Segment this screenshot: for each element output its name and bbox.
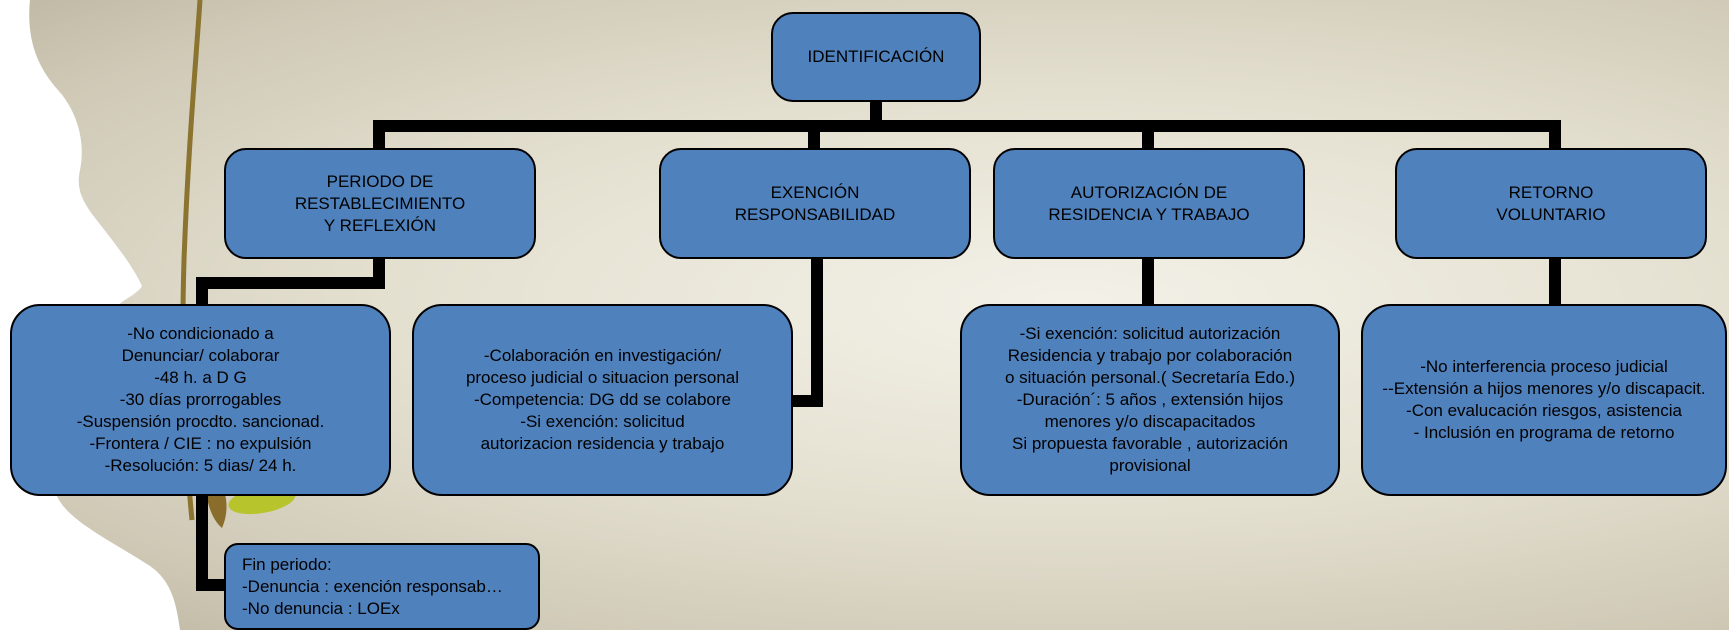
category-node-retorno-voluntario: RETORNO VOLUNTARIO <box>1395 148 1707 259</box>
detail-node-text: -Colaboración en investigación/ proceso … <box>465 346 740 453</box>
category-node-periodo-restablecimiento: PERIODO DE RESTABLECIMIENTO Y REFLEXIÓN <box>224 148 536 259</box>
root-node-label: IDENTIFICACIÓN <box>807 47 945 66</box>
detail-node-autorizacion: -Si exención: solicitud autorización Res… <box>960 304 1340 496</box>
end-of-period-text: Fin periodo: -Denuncia : exención respon… <box>242 554 503 618</box>
connector-category-to-detail <box>793 259 823 407</box>
category-node-label: RETORNO VOLUNTARIO <box>1496 182 1606 224</box>
category-node-label: EXENCIÓN RESPONSABILIDAD <box>734 182 896 224</box>
detail-node-periodo: -No condicionado a Denunciar/ colaborar … <box>10 304 391 496</box>
end-of-period-node: Fin periodo: -Denuncia : exención respon… <box>224 543 540 630</box>
detail-node-exencion: -Colaboración en investigación/ proceso … <box>412 304 793 496</box>
category-node-exencion-responsabilidad: EXENCIÓN RESPONSABILIDAD <box>659 148 971 259</box>
detail-node-text: -Si exención: solicitud autorización Res… <box>1004 324 1296 475</box>
connector-category-to-detail <box>196 259 385 304</box>
category-node-label: PERIODO DE RESTABLECIMIENTO Y REFLEXIÓN <box>294 171 466 235</box>
detail-node-retorno: -No interferencia proceso judicial --Ext… <box>1361 304 1727 496</box>
category-node-label: AUTORIZACIÓN DE RESIDENCIA Y TRABAJO <box>1048 182 1250 224</box>
root-node-identificacion: IDENTIFICACIÓN <box>771 12 981 102</box>
detail-node-text: -No interferencia proceso judicial --Ext… <box>1382 357 1706 442</box>
category-node-autorizacion-residencia: AUTORIZACIÓN DE RESIDENCIA Y TRABAJO <box>993 148 1305 259</box>
detail-node-text: -No condicionado a Denunciar/ colaborar … <box>76 324 325 475</box>
connector-detail-to-end <box>196 496 224 591</box>
